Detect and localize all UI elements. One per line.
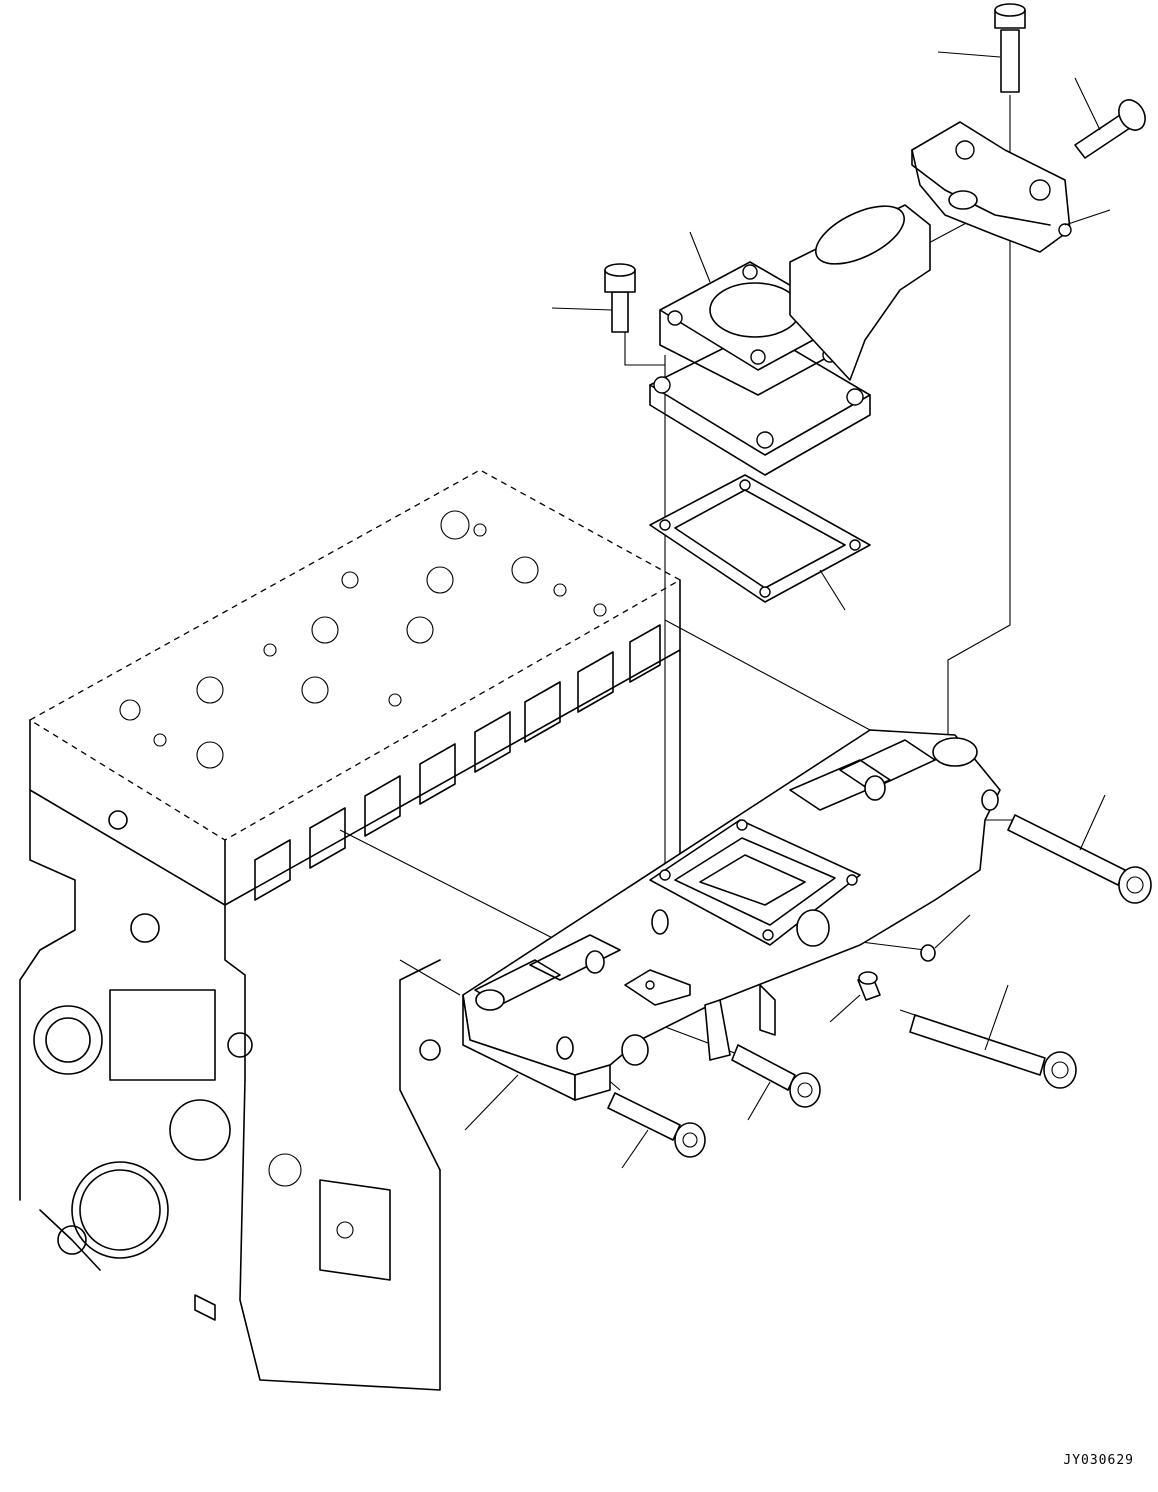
intake-manifold bbox=[463, 730, 1000, 1100]
drawing-code: JY030629 bbox=[1063, 1453, 1134, 1468]
bolt bbox=[605, 264, 635, 332]
plug bbox=[858, 972, 880, 1000]
head-ports bbox=[255, 625, 660, 900]
bolt bbox=[995, 4, 1025, 92]
bolt bbox=[910, 1015, 1076, 1088]
callout-leaders bbox=[465, 52, 1110, 1168]
mounting-bracket bbox=[912, 122, 1071, 252]
bolt bbox=[1008, 815, 1151, 903]
intake-connector bbox=[650, 194, 930, 475]
engine-block bbox=[20, 470, 680, 1390]
head-bores bbox=[120, 511, 606, 768]
plug bbox=[921, 945, 935, 961]
bolt bbox=[1075, 95, 1150, 158]
crank-gear bbox=[40, 1162, 168, 1270]
bolt bbox=[732, 1045, 820, 1107]
bolts bbox=[605, 4, 1151, 1157]
bolt bbox=[608, 1093, 705, 1157]
gasket bbox=[650, 475, 870, 602]
